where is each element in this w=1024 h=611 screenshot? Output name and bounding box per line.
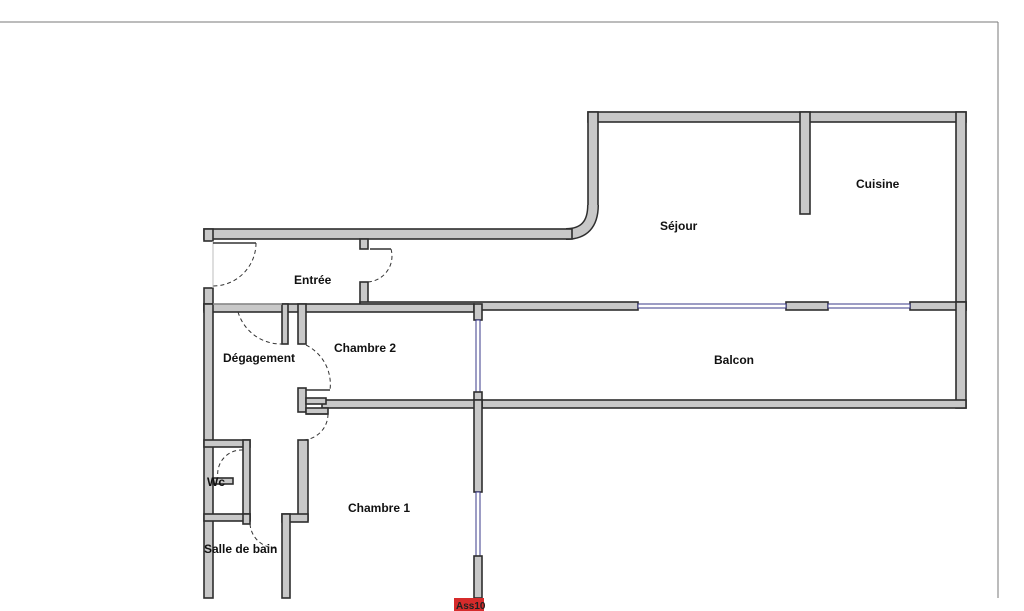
wall-left-outer <box>203 303 214 599</box>
wall-chambre2-right-top <box>473 303 483 321</box>
room-label-degagement: Dégagement <box>223 351 295 365</box>
window-balcon-2 <box>827 303 911 309</box>
room-label-entree: Entrée <box>294 273 332 287</box>
window-chambre2 <box>475 319 481 393</box>
doors <box>212 242 393 549</box>
room-label-chambre2: Chambre 2 <box>334 341 396 355</box>
door-chambre1-swing <box>301 413 329 441</box>
door-chambre2-swing <box>305 344 331 391</box>
wall-deg-chambre2-d <box>305 397 327 405</box>
walls <box>203 111 967 599</box>
room-label-wc: Wc <box>207 475 225 489</box>
wall-sdb-right <box>242 513 251 525</box>
room-label-chambre1: Chambre 1 <box>348 501 410 515</box>
door-degagement-swing <box>237 311 283 345</box>
door-front-swing <box>212 242 257 287</box>
wall-balcon-bottom <box>473 399 967 409</box>
window-balcon-1 <box>637 303 787 309</box>
door-wc-swing <box>217 449 244 479</box>
wall-partition-cuisine <box>799 111 811 215</box>
window-chambre1 <box>475 491 481 557</box>
wall-chambre1-left <box>297 439 309 521</box>
wall-chambre1-right-bottom <box>473 555 483 599</box>
tag-background <box>454 598 484 611</box>
wall-wc-inner <box>212 477 234 485</box>
wall-chambre1-left-lower <box>281 513 291 599</box>
wall-deg-chambre2-c <box>297 387 307 413</box>
wall-sejour-balcon-2 <box>785 301 829 311</box>
wall-right-living <box>955 111 967 311</box>
wall-deg-chambre2-b <box>297 303 307 345</box>
room-label-cuisine: Cuisine <box>856 177 900 191</box>
door-sdb-swing <box>249 523 277 549</box>
room-label-sejour: Séjour <box>660 219 698 233</box>
door-sejour-swing <box>367 248 393 283</box>
wall-left-living <box>587 111 599 207</box>
wall-entree-right <box>359 238 369 250</box>
wall-chambre1-right-top <box>473 399 483 493</box>
wall-top-entree <box>203 228 573 240</box>
wall-deg-chambre2-a <box>281 303 289 345</box>
wall-top-living <box>587 111 967 123</box>
tag-label: Ass10 <box>456 601 486 611</box>
reference-tag: Ass10 <box>454 598 486 611</box>
wall-chambre2-top <box>203 303 475 313</box>
wall-wc-right <box>242 439 251 521</box>
room-label-salle-de-bain: Salle de bain <box>204 542 277 556</box>
wall-deg-chambre2-e <box>305 407 329 415</box>
wall-balcon-right <box>955 301 967 409</box>
wall-left-entree <box>203 228 214 242</box>
wall-chambre-divider <box>321 399 483 409</box>
room-label-balcon: Balcon <box>714 353 754 367</box>
